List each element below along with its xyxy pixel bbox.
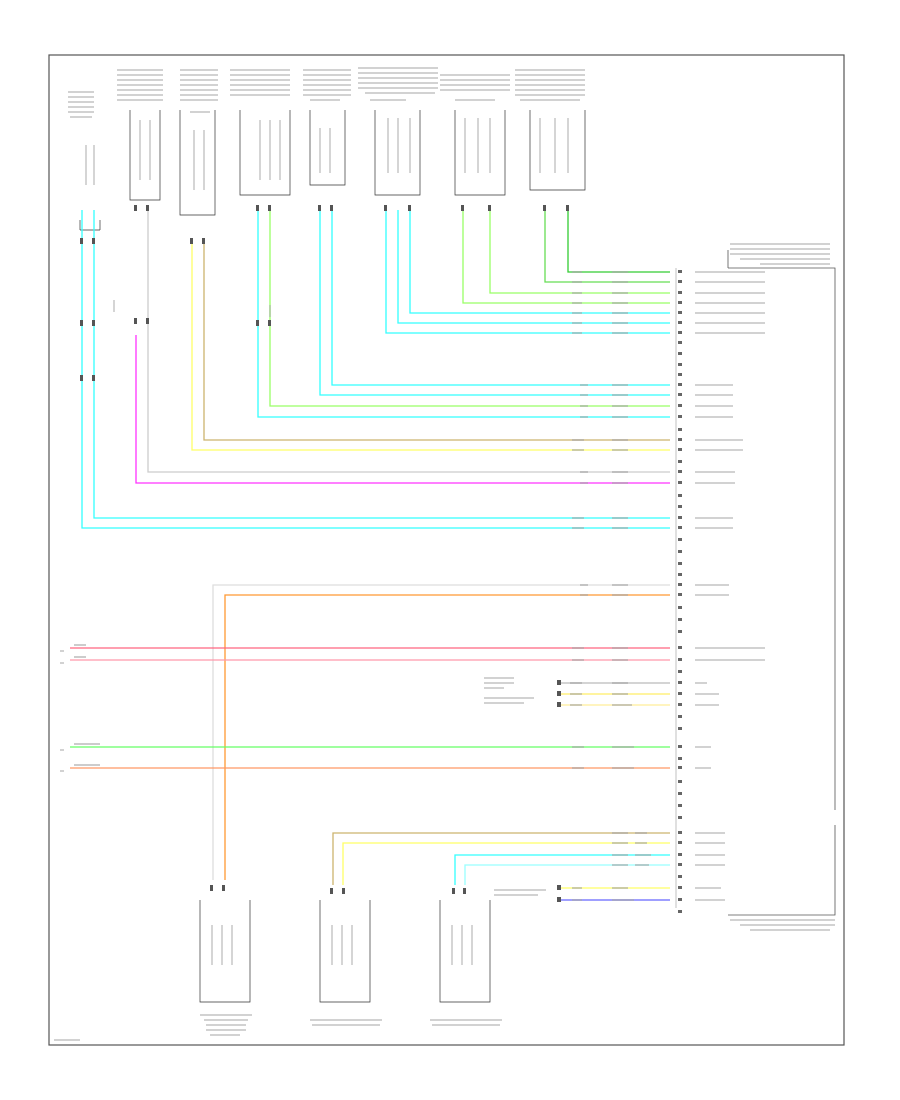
wire-tan-2 — [332, 832, 670, 885]
wire-cyan-9 — [454, 854, 670, 885]
module-pin-descriptions — [695, 271, 765, 901]
wire-cyan-2 — [397, 210, 670, 324]
diagram-frame — [48, 54, 845, 1046]
component-bracket-6 — [374, 110, 421, 196]
component-title-marks — [68, 67, 585, 118]
bottom-component-pin-marks — [211, 925, 473, 965]
component-bracket-4 — [239, 110, 291, 196]
wire-cyan-7 — [93, 210, 670, 519]
inline-connector-marks — [80, 205, 569, 902]
module-right-outline — [727, 250, 836, 916]
module-right-title-marks — [730, 243, 835, 931]
component-bracket-8 — [529, 110, 586, 191]
wire-green-2 — [544, 210, 670, 283]
component-bracket-2 — [129, 110, 161, 201]
wire-yellow-1 — [191, 240, 670, 451]
wire-cyan-4 — [331, 210, 670, 386]
wire-green-4 — [462, 210, 670, 304]
wire-orange-1 — [224, 594, 670, 880]
bottom-component-3 — [439, 900, 491, 1003]
wire-green-1 — [567, 210, 670, 273]
wire-lgreen-5 — [269, 210, 670, 407]
wire-color-codes — [74, 271, 651, 901]
bottom-components — [199, 900, 491, 1003]
component-bracket-5 — [309, 110, 346, 186]
component-bracket-1 — [79, 220, 101, 231]
wire-cyan-1 — [409, 210, 670, 314]
left-side-marks — [60, 300, 546, 896]
component-pin-marks — [85, 118, 569, 190]
module-pin-numbers — [678, 270, 682, 913]
component-bracket-3 — [179, 110, 216, 216]
wire-magenta-1 — [135, 335, 670, 484]
wire-tan-1 — [203, 240, 670, 441]
component-bracket-7 — [454, 110, 506, 196]
wire-cyan-8 — [81, 210, 670, 529]
wire-cyan-6 — [257, 210, 670, 418]
top-components — [79, 110, 586, 231]
wire-green-3 — [489, 210, 670, 294]
wire-gray-1 — [147, 210, 670, 473]
wire-cyan-5 — [319, 210, 670, 396]
bottom-component-2 — [319, 900, 371, 1003]
wire-cyan-10 — [464, 864, 670, 885]
bottom-component-1 — [199, 900, 251, 1003]
wire-lightgray-2 — [212, 584, 670, 880]
wire-yellow-2 — [342, 842, 670, 885]
wires — [70, 210, 670, 901]
bottom-component-title-marks — [200, 1014, 502, 1036]
